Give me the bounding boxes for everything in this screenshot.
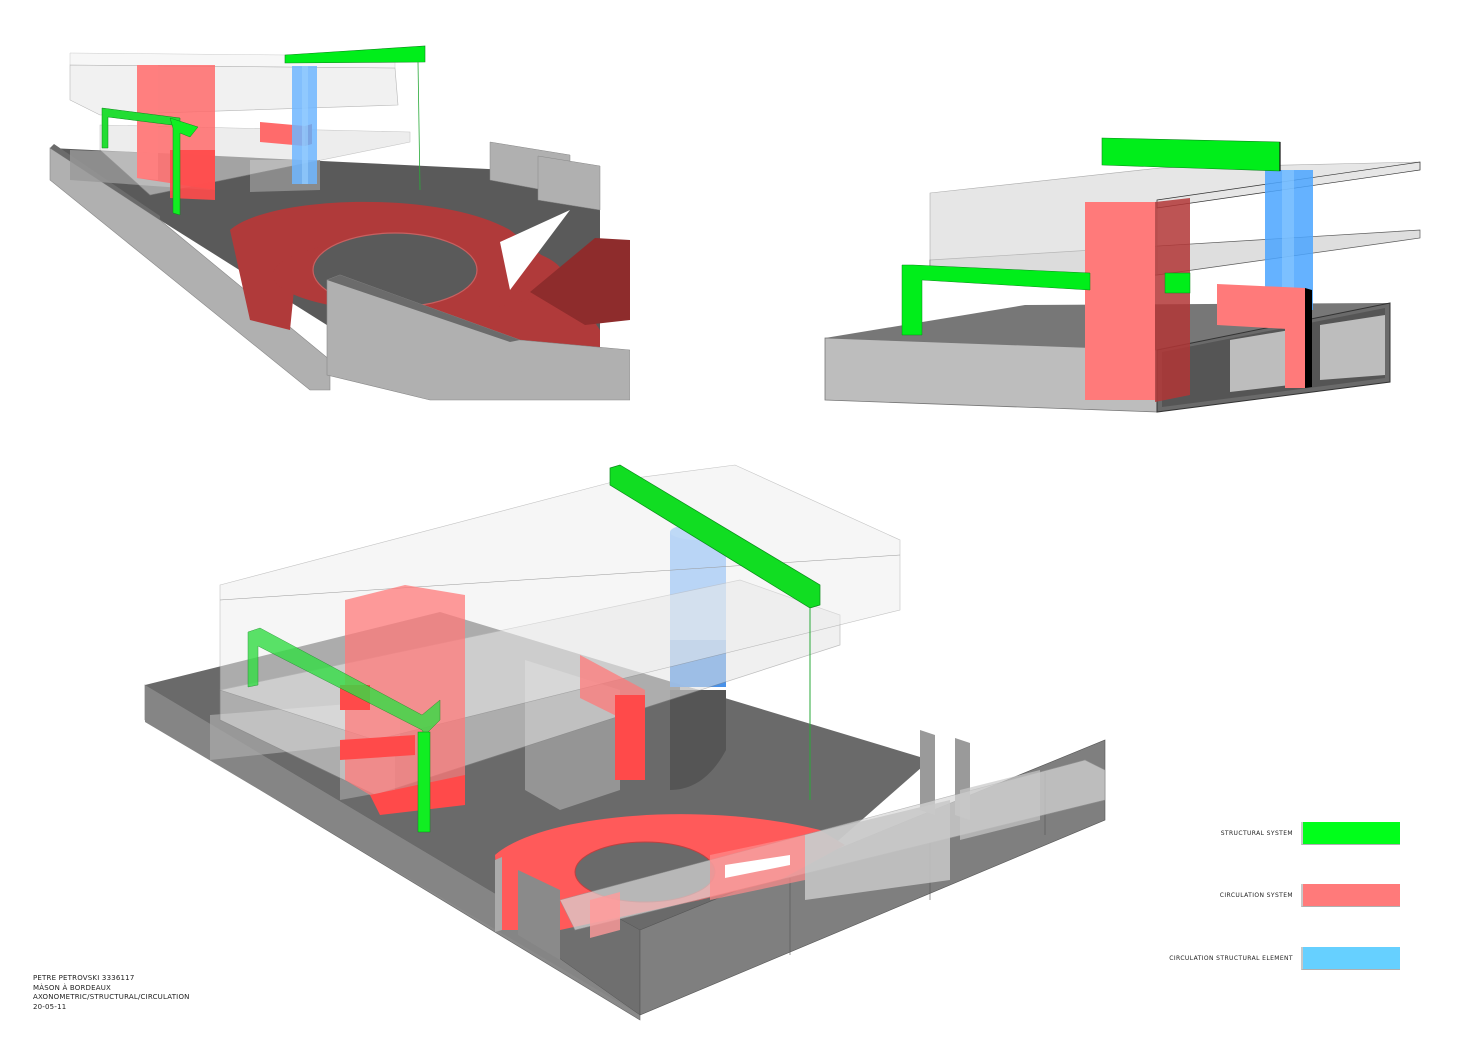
structural-beam <box>1101 137 1281 172</box>
legend-label: STRUCTURAL SYSTEM <box>1220 829 1293 837</box>
date-line: 20-05-11 <box>33 1002 67 1011</box>
author-line: PETRE PETROVSKI 3336117 <box>33 974 135 982</box>
drawing-type-line: AXONOMETRIC/STRUCTURAL/CIRCULATION <box>33 993 190 1001</box>
legend: STRUCTURAL SYSTEM CIRCULATION SYSTEM CIR… <box>1130 820 1410 980</box>
perspective-view-ground-floor <box>40 30 630 410</box>
project-line: MÀSON À BORDEAUX <box>33 983 112 992</box>
structural-beam <box>609 464 821 609</box>
legend-swatch-red <box>1301 883 1400 907</box>
side-perspective-drawing <box>824 137 1421 413</box>
title-block: PETRE PETROVSKI 3336117 MÀSON À BORDEAUX… <box>33 974 190 1012</box>
legend-item-circulation-structural-element: CIRCULATION STRUCTURAL ELEMENT <box>1130 945 1400 971</box>
main-axonometric-drawing <box>144 464 1106 1021</box>
legend-label: CIRCULATION SYSTEM <box>1219 891 1293 899</box>
axonometric-view-main <box>140 460 1110 1040</box>
ground-floor-perspective-drawing <box>49 45 630 401</box>
legend-swatch-green <box>1301 821 1400 845</box>
legend-item-structural-system: STRUCTURAL SYSTEM <box>1130 820 1400 846</box>
structural-beam <box>284 45 426 64</box>
legend-swatch-blue <box>1301 946 1400 970</box>
legend-item-circulation-system: CIRCULATION SYSTEM <box>1130 882 1400 908</box>
legend-label: CIRCULATION STRUCTURAL ELEMENT <box>1169 954 1293 962</box>
perspective-view-side <box>820 130 1430 420</box>
